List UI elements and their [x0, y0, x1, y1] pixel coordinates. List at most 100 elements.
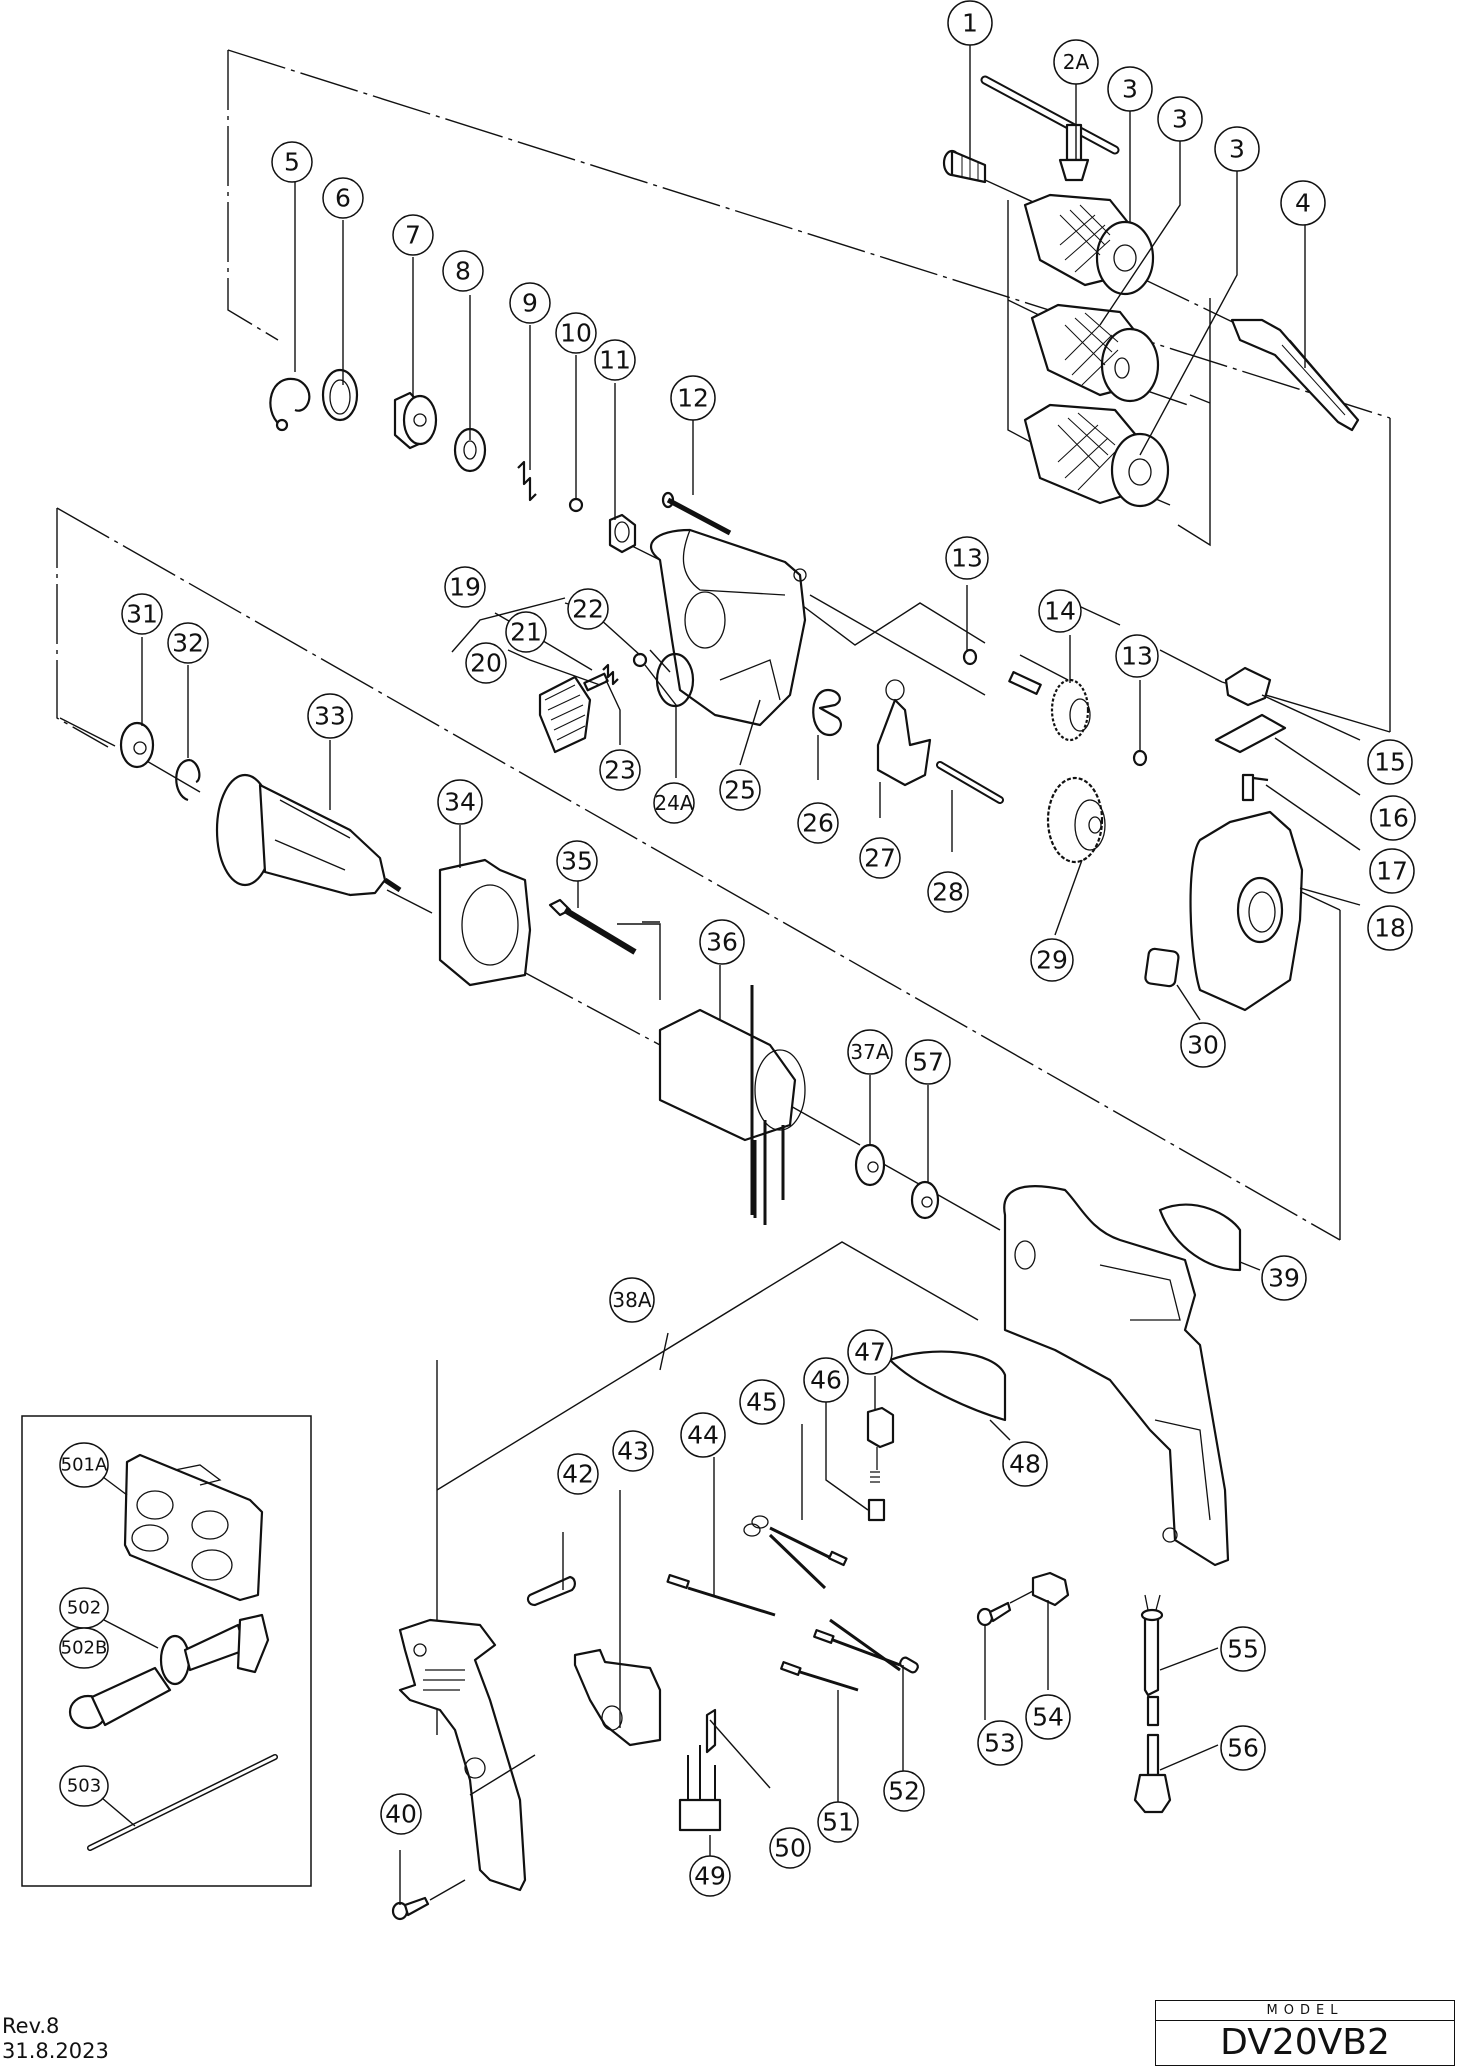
callout-11: 11 [594, 339, 636, 381]
callout-16: 16 [1370, 795, 1416, 841]
svg-text:55: 55 [1227, 1635, 1259, 1664]
part-tapping-screw-40 [391, 1879, 466, 1921]
svg-text:30: 30 [1187, 1031, 1219, 1060]
svg-text:21: 21 [510, 618, 542, 647]
part-stator-36 [658, 985, 806, 1225]
callout-24A: 24A [653, 782, 695, 824]
part-label-48 [888, 1350, 1007, 1422]
callout-29: 29 [1030, 938, 1074, 982]
svg-text:39: 39 [1268, 1264, 1300, 1293]
part-connector-50 [705, 1708, 717, 1754]
part-brush-holder-47 [866, 1406, 895, 1449]
part-lever-27 [876, 679, 932, 787]
part-drill-chuck-a [1023, 193, 1155, 296]
part-pushing-button-42 [526, 1575, 576, 1607]
revision-date: 31.8.2023 [2, 2039, 109, 2063]
callout-46: 46 [803, 1357, 849, 1403]
part-plate-16 [1214, 713, 1287, 754]
part-housing-38A [1003, 1185, 1230, 1567]
model-name: DV20VB2 [1220, 2022, 1390, 2063]
part-internal-wire-52 [813, 1618, 919, 1674]
svg-text:20: 20 [470, 649, 502, 678]
svg-text:25: 25 [724, 776, 756, 805]
callout-42: 42 [557, 1453, 599, 1495]
svg-text:33: 33 [314, 702, 346, 731]
callout-55: 55 [1220, 1626, 1266, 1672]
svg-text:35: 35 [561, 847, 593, 876]
part-pin-17 [1241, 773, 1269, 802]
part-side-handle-502 [68, 1613, 270, 1730]
svg-text:53: 53 [984, 1729, 1016, 1758]
svg-text:42: 42 [562, 1460, 594, 1489]
svg-text:8: 8 [455, 257, 471, 286]
callout-9: 9 [509, 282, 551, 324]
svg-text:57: 57 [912, 1048, 944, 1077]
part-noise-suppressor-49 [678, 1745, 722, 1832]
svg-text:502B: 502B [61, 1638, 108, 1659]
callout-3c: 3 [1214, 126, 1260, 172]
callout-3a: 3 [1107, 66, 1153, 112]
svg-text:3: 3 [1229, 135, 1245, 164]
part-screw-1 [942, 149, 987, 184]
svg-text:503: 503 [67, 1776, 101, 1797]
part-retaining-ring-26 [812, 688, 842, 737]
part-cord-56 [1133, 1733, 1172, 1814]
callout-39: 39 [1261, 1255, 1307, 1301]
part-tapping-screw-53 [976, 1589, 1036, 1627]
callout-502B: 502B [59, 1627, 109, 1669]
revision-number: Rev.8 [2, 2014, 60, 2038]
callout-34: 34 [437, 779, 483, 825]
part-case-501A [123, 1453, 264, 1602]
callout-36: 36 [699, 919, 745, 965]
part-steel-ball-24A [632, 652, 648, 668]
svg-text:11: 11 [599, 346, 631, 375]
part-drill-chuck-c [1023, 403, 1170, 508]
part-ball-bearing-7 [393, 391, 438, 450]
svg-text:36: 36 [706, 928, 738, 957]
callout-2A: 2A [1053, 39, 1099, 85]
part-ball-bearing-37A [854, 1143, 886, 1187]
callout-38A: 38A [609, 1277, 655, 1323]
part-armature-33 [215, 773, 402, 897]
part-steel-ball-10 [568, 497, 584, 513]
callout-13b: 13 [1115, 634, 1159, 678]
part-spring-9 [517, 460, 537, 502]
part-drill-chuck-b [1030, 303, 1160, 403]
part-internal-wire-51 [780, 1661, 859, 1692]
callout-1: 1 [947, 0, 993, 46]
part-internal-wire-45 [743, 1515, 848, 1590]
callout-20: 20 [465, 642, 507, 684]
callout-45: 45 [739, 1379, 785, 1425]
part-handle-left-half [398, 1618, 527, 1892]
svg-text:22: 22 [572, 595, 604, 624]
callout-4: 4 [1280, 180, 1326, 226]
part-fan-guide-34 [438, 858, 532, 987]
callout-40: 40 [380, 1793, 422, 1835]
svg-text:40: 40 [385, 1800, 417, 1829]
part-screw-35 [548, 898, 637, 955]
callout-13a: 13 [945, 536, 989, 580]
svg-text:31: 31 [126, 600, 158, 629]
svg-text:18: 18 [1374, 914, 1406, 943]
callout-35: 35 [556, 840, 598, 882]
model-box: MODEL DV20VB2 [1155, 2000, 1455, 2066]
callout-54: 54 [1025, 1694, 1071, 1740]
callout-501A: 501A [59, 1442, 109, 1488]
revision-info: Rev.8 31.8.2023 [2, 2014, 109, 2064]
callout-31: 31 [121, 593, 163, 635]
svg-text:1: 1 [962, 9, 978, 38]
svg-text:3: 3 [1172, 105, 1188, 134]
callout-32: 32 [167, 622, 209, 664]
svg-text:12: 12 [677, 384, 709, 413]
svg-text:43: 43 [617, 1437, 649, 1466]
svg-text:28: 28 [932, 878, 964, 907]
leader-lines [141, 45, 1361, 1905]
part-switch-43 [573, 1648, 662, 1747]
svg-text:26: 26 [802, 809, 834, 838]
callout-25: 25 [719, 769, 761, 811]
callout-47: 47 [847, 1329, 893, 1375]
accessories-box: 501A 502 502B 503 [21, 1415, 312, 1887]
callout-14: 14 [1038, 589, 1082, 633]
part-gear-cover-18 [1189, 810, 1304, 1012]
svg-text:52: 52 [888, 1777, 920, 1806]
